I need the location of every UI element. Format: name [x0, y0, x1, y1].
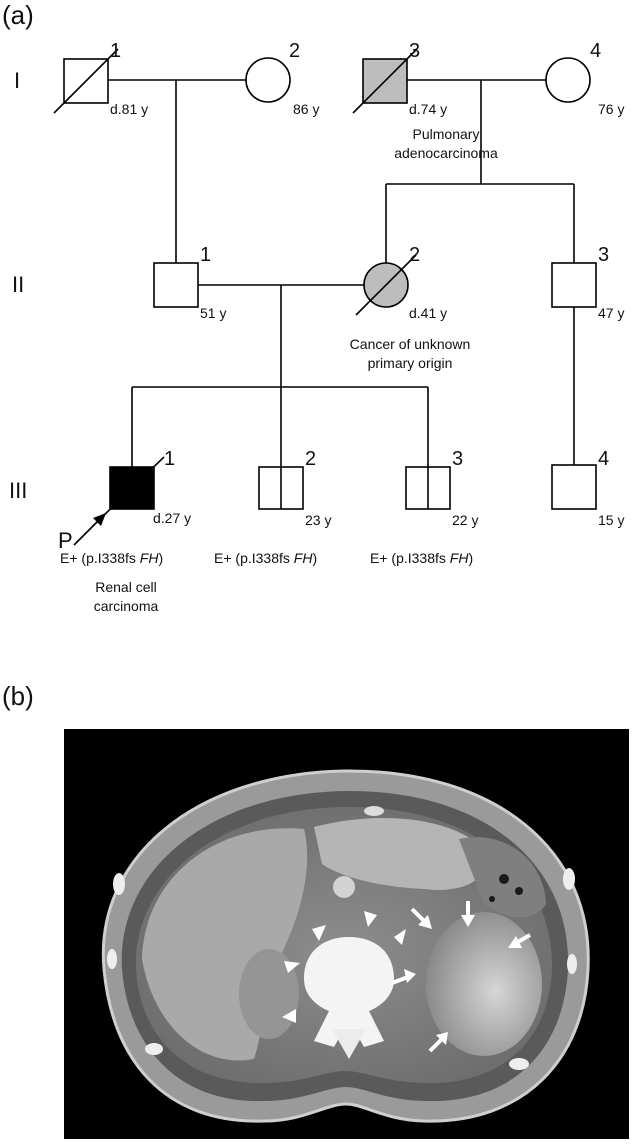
- diagnosis-note-I3-line1: Pulmonary: [412, 126, 480, 142]
- tumor-arrowhead-3: [508, 936, 522, 948]
- arrowhead-marker-4: [284, 961, 300, 973]
- arrowhead-marker-1: [312, 925, 326, 941]
- rib-3: [145, 1043, 163, 1055]
- rib-4: [563, 868, 575, 890]
- liver: [142, 828, 308, 1061]
- proband-label: P: [58, 528, 73, 553]
- stomach: [314, 818, 486, 890]
- individual-number-III4: 4: [598, 448, 610, 470]
- rib-6: [509, 1058, 529, 1070]
- proband-arrowhead: [93, 513, 106, 526]
- genotype-close-III2: ): [312, 550, 318, 566]
- tumor-arrowhead-1: [418, 915, 432, 929]
- diagnosis-note-I3-line2: adenocarcinoma: [394, 145, 498, 161]
- diagnosis-note-II2-line1: Cancer of unknown: [349, 336, 471, 352]
- diagnosis-note-I3: Pulmonary adenocarcinoma: [370, 125, 522, 163]
- individual-I2-female: [245, 57, 291, 103]
- age-I1: d.81 y: [110, 101, 149, 117]
- vertebra: [304, 937, 394, 1047]
- diagnosis-note-II2: Cancer of unknown primary origin: [330, 335, 490, 373]
- genotype-variant-III2: E+ (p.I338fs: [214, 550, 294, 566]
- tumor-arrowhead-5: [436, 1032, 448, 1045]
- gene-name-III2: FH: [293, 550, 313, 566]
- individual-number-I1: 1: [110, 40, 122, 62]
- diagnosis-note-III1: Renal cell carcinoma: [66, 578, 186, 616]
- individual-II3-male: [551, 262, 597, 308]
- age-II2: d.41 y: [409, 305, 448, 321]
- deceased-slash-I3: [352, 48, 418, 114]
- genotype-close-III1: ): [158, 550, 164, 566]
- pedigree-chart: [53, 48, 597, 546]
- deceased-slash-I1: [53, 48, 119, 114]
- genotype-variant-III3: E+ (p.I338fs: [370, 550, 450, 566]
- diagnosis-note-II2-line2: primary origin: [367, 355, 453, 371]
- ct-scan-image: [64, 729, 629, 1139]
- individual-number-I2: 2: [289, 40, 301, 62]
- age-I3: d.74 y: [409, 101, 448, 117]
- arrowhead-marker-2: [364, 911, 377, 927]
- genotype-close-III3: ): [468, 550, 474, 566]
- tumor-arrows: [391, 901, 531, 1053]
- gene-name-III3: FH: [449, 550, 469, 566]
- age-III1: d.27 y: [153, 510, 192, 526]
- rib-1: [113, 873, 125, 895]
- panel-label-a: (a): [2, 0, 34, 30]
- individual-number-III1: 1: [164, 448, 176, 470]
- tumor-arrow-4: [391, 975, 409, 985]
- generation-label-III: III: [9, 478, 28, 503]
- genotype-status-III2: E+ (p.I338fs FH): [214, 550, 317, 566]
- arrowhead-marker-3: [394, 929, 406, 945]
- rib-5: [567, 954, 577, 974]
- ct-scan-drawing: [101, 769, 590, 1123]
- genotype-status-III3: E+ (p.I338fs FH): [370, 550, 473, 566]
- deceased-slash-II2: [355, 254, 417, 316]
- genotype-variant-III1: E+ (p.I338fs: [60, 550, 140, 566]
- age-I2: 86 y: [293, 101, 320, 117]
- individual-number-II2: 2: [409, 244, 421, 266]
- generation-label-II: II: [12, 272, 25, 297]
- age-II1: 51 y: [200, 305, 227, 321]
- age-I4: 76 y: [598, 101, 625, 117]
- tumor-arrow-5: [428, 1037, 444, 1053]
- tumor-arrowhead-4: [404, 969, 416, 983]
- bowel-gas-1: [499, 874, 509, 884]
- individual-number-I4: 4: [590, 40, 602, 62]
- deceased-slash-III1: [99, 456, 165, 520]
- tumor-arrowhead-2: [461, 915, 475, 927]
- bowel-gas-3: [489, 896, 495, 902]
- age-III4: 15 y: [598, 512, 625, 528]
- age-II3: 47 y: [598, 305, 625, 321]
- individual-number-I3: 3: [409, 40, 421, 62]
- spinous-process: [332, 1029, 366, 1059]
- pedigree-lines: [108, 79, 575, 467]
- arrowhead-markers: [282, 911, 406, 1023]
- individual-number-II3: 3: [598, 244, 610, 266]
- rib-cartilage: [364, 806, 384, 816]
- individual-number-III3: 3: [452, 448, 464, 470]
- generation-label-I: I: [14, 68, 21, 93]
- individual-III4-male: [551, 464, 597, 510]
- panel-label-b: (b): [2, 681, 34, 711]
- genotype-status-III1: E+ (p.I338fs FH): [60, 550, 163, 566]
- age-III2: 23 y: [305, 512, 332, 528]
- diagnosis-note-III1-line2: carcinoma: [93, 598, 159, 614]
- arrowhead-marker-5: [282, 1009, 296, 1023]
- aorta: [333, 876, 355, 898]
- rib-2: [107, 949, 117, 969]
- gene-name-III1: FH: [139, 550, 159, 566]
- individual-I4-female: [545, 57, 591, 103]
- individual-number-III2: 2: [305, 448, 317, 470]
- individual-II1-male: [153, 262, 199, 308]
- age-III3: 22 y: [452, 512, 479, 528]
- individual-number-II1: 1: [200, 244, 212, 266]
- bowel-gas-2: [515, 887, 523, 895]
- diagnosis-note-III1-line1: Renal cell: [95, 579, 157, 595]
